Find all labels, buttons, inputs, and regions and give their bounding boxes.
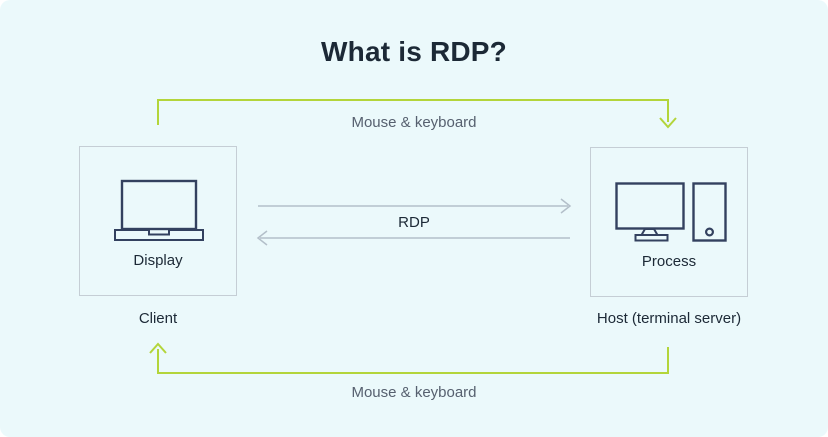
client-caption: Client [138,310,178,327]
rdp-label: RDP [398,214,430,231]
desktop-tower-icon [615,182,727,242]
host-box: Process [590,147,748,297]
host-box-label: Process [641,253,697,270]
top-arrow-client-to-host [157,99,677,129]
bottom-arrow-label: Mouse & keyboard [351,384,477,401]
client-box-label: Display [133,252,183,269]
rdp-arrow-right [258,198,572,214]
top-arrow-label: Mouse & keyboard [351,114,477,131]
rdp-arrow-left [256,230,570,246]
arrowhead-left-icon [256,230,268,246]
laptop-icon [114,179,204,241]
page-title: What is RDP? [321,36,507,67]
bottom-arrow-host-to-client [149,342,669,374]
arrowhead-up-icon [149,342,167,354]
host-caption: Host (terminal server) [596,310,742,327]
arrowhead-right-icon [560,198,572,214]
client-box: Display [79,146,237,296]
arrowhead-down-icon [659,117,677,129]
